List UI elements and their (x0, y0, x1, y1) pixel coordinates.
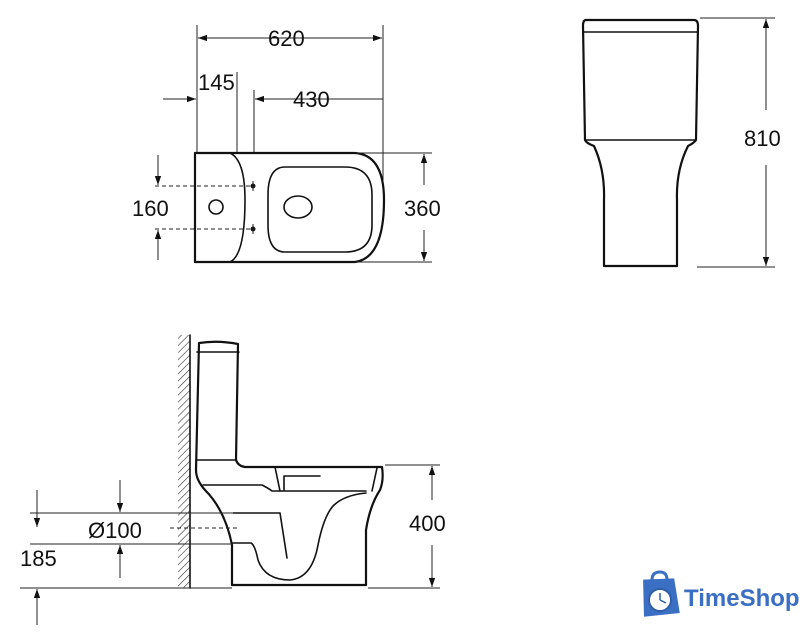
top-view (154, 25, 432, 264)
dim-width: 360 (404, 196, 441, 221)
front-view (581, 17, 775, 268)
dim-tank-offset: 145 (198, 70, 235, 95)
side-view (20, 334, 440, 625)
dim-seat-height: 400 (409, 511, 446, 536)
dim-overall-length: 620 (268, 26, 305, 51)
dim-bowl-length: 430 (293, 87, 330, 112)
dim-outlet-diameter: Ø100 (88, 518, 142, 543)
dim-outlet-height: 185 (20, 546, 57, 571)
dim-fixing-spacing: 160 (132, 196, 169, 221)
timeshop-logo (643, 570, 680, 617)
logo-text: TimeShop (684, 585, 800, 612)
dim-height: 810 (744, 126, 781, 151)
